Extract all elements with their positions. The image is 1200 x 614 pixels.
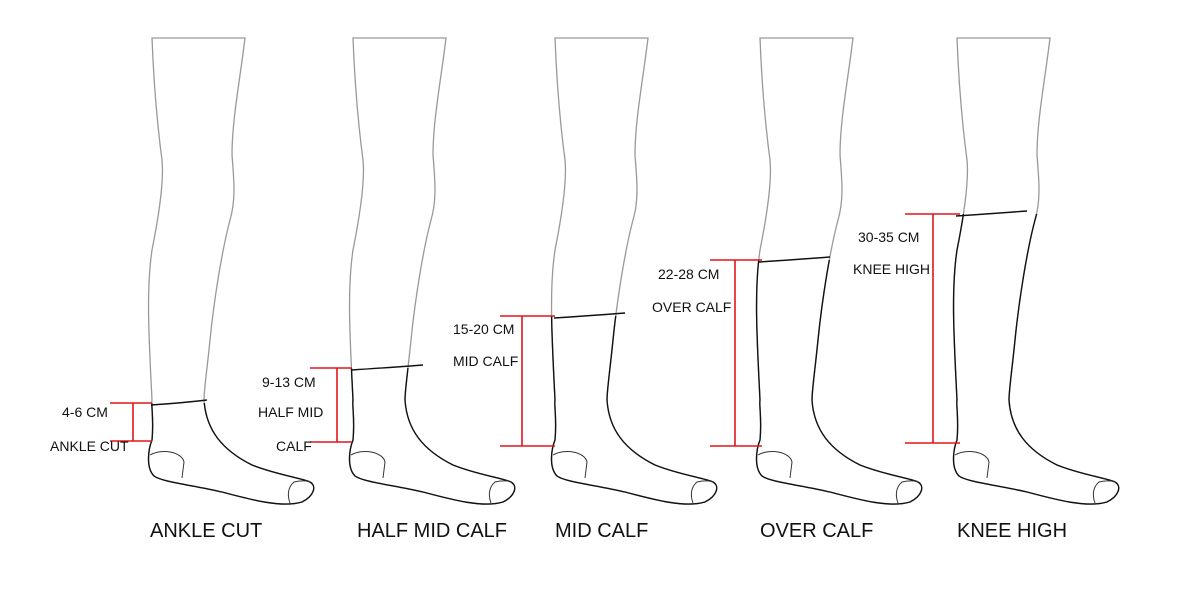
heel-line — [757, 451, 793, 479]
range-label-ankle-cut: 4-6 CM — [62, 404, 108, 420]
leg-over-calf — [755, 37, 923, 505]
measure-ankle-cut — [110, 402, 152, 442]
sock-cuff-line — [351, 364, 424, 371]
sock-outline — [550, 316, 718, 505]
title-over-calf: OVER CALF — [760, 520, 874, 542]
toe-line — [488, 480, 512, 504]
type-label-ankle-cut: ANKLE CUT — [50, 438, 129, 454]
sock-cuff-line — [150, 399, 208, 406]
heel-line — [350, 451, 386, 479]
measure-mid-calf — [500, 315, 555, 447]
range-label-mid-calf: 15-20 CM — [453, 321, 515, 337]
range-label-knee-high: 30-35 CM — [858, 229, 920, 245]
measure-half-mid-calf — [310, 367, 352, 443]
sock-outline — [952, 214, 1120, 505]
leg-knee-high — [952, 37, 1120, 505]
title-ankle-cut: ANKLE CUT — [150, 520, 263, 542]
leg-half-mid-calf — [348, 37, 516, 505]
type-label-half-mid-calf-1: HALF MID — [258, 404, 324, 420]
sock-cuff-line — [955, 210, 1028, 217]
heel-line — [954, 451, 990, 479]
leg-outline — [348, 37, 516, 505]
sock-cuff-line — [553, 312, 626, 319]
title-half-mid-calf: HALF MID CALF — [357, 520, 508, 542]
type-label-mid-calf: MID CALF — [453, 353, 519, 369]
title-mid-calf: MID CALF — [555, 520, 649, 542]
type-label-knee-high: KNEE HIGH — [853, 261, 931, 277]
range-label-over-calf: 22-28 CM — [658, 266, 720, 282]
measure-over-calf — [710, 259, 762, 447]
measure-knee-high — [905, 213, 960, 444]
heel-line — [149, 451, 185, 479]
sock-outline — [348, 368, 516, 505]
heel-line — [552, 451, 588, 479]
leg-outline — [952, 37, 1120, 505]
range-label-half-mid-calf: 9-13 CM — [262, 374, 316, 390]
leg-ankle-cut — [147, 37, 315, 505]
sock-outline — [755, 260, 923, 505]
sock-cuff-line — [758, 256, 831, 263]
toe-line — [690, 480, 714, 504]
sock-outline — [147, 403, 315, 505]
title-knee-high: KNEE HIGH — [957, 520, 1068, 542]
type-label-over-calf: OVER CALF — [652, 299, 732, 315]
toe-line — [287, 480, 311, 504]
toe-line — [1092, 480, 1116, 504]
leg-outline — [147, 37, 315, 505]
leg-mid-calf — [550, 37, 718, 505]
toe-line — [895, 480, 919, 504]
type-label-half-mid-calf-2: CALF — [276, 438, 312, 454]
